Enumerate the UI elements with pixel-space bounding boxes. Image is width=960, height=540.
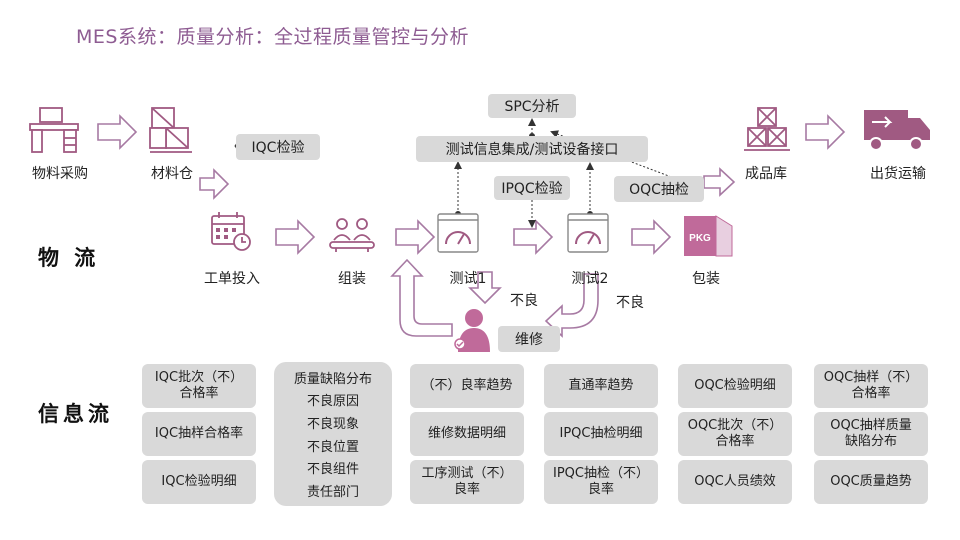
- info-box: OQC批次（不） 合格率: [678, 412, 792, 456]
- defect-analysis-box: 质量缺陷分布 不良原因 不良现象 不良位置 不良组件 责任部门: [274, 362, 392, 506]
- node-test2: 测试2: [571, 271, 609, 287]
- work-order-icon: [211, 212, 251, 251]
- tag-oqc: OQC抽检: [614, 176, 704, 202]
- flow-arrow: [703, 167, 736, 197]
- node-assembly: 组装: [338, 271, 366, 287]
- info-box: （不）良率趋势: [410, 364, 524, 408]
- package-icon: PKG: [684, 215, 733, 257]
- rework-arrow: [390, 258, 453, 337]
- tag-iqc: IQC检验: [236, 134, 320, 160]
- info-box: OQC人员绩效: [678, 460, 792, 504]
- page-title: MES系统：质量分析：全过程质量管控与分析: [76, 26, 469, 48]
- node-shipping: 出货运输: [870, 166, 926, 182]
- section-logistics: 物 流: [38, 246, 100, 270]
- flow-arrow: [199, 168, 230, 200]
- info-box: 维修数据明细: [410, 412, 524, 456]
- defect-item: 质量缺陷分布: [293, 371, 372, 387]
- test1-icon: [437, 213, 479, 253]
- info-box: OQC抽样（不） 合格率: [814, 364, 928, 408]
- node-test1: 测试1: [449, 271, 487, 287]
- info-box: IQC批次（不） 合格率: [142, 364, 256, 408]
- defect-item: 不良组件: [306, 462, 359, 478]
- label-defect-2: 不良: [616, 295, 644, 311]
- info-box: IQC抽样合格率: [142, 412, 256, 456]
- info-box: 工序测试（不） 良率: [410, 460, 524, 504]
- node-work-order: 工单投入: [204, 271, 260, 287]
- pkg-text: PKG: [689, 233, 711, 244]
- info-box: OQC质量趋势: [814, 460, 928, 504]
- tag-test-info: 测试信息集成/测试设备接口: [416, 136, 648, 162]
- tag-repair: 维修: [498, 326, 560, 352]
- tag-spc: SPC分析: [488, 94, 576, 118]
- info-box: IPQC抽检（不） 良率: [544, 460, 658, 504]
- defect-arrow: [468, 271, 502, 305]
- test2-icon: [567, 213, 609, 253]
- warehouse-icon: [149, 107, 192, 153]
- finished-store-icon: [744, 107, 790, 151]
- flow-arrow: [395, 219, 436, 255]
- repair-worker-icon: [454, 309, 490, 352]
- label-defect-1: 不良: [510, 293, 538, 309]
- info-box: IQC检验明细: [142, 460, 256, 504]
- node-finished-store: 成品库: [745, 166, 787, 182]
- flow-arrow: [275, 219, 316, 255]
- tag-ipqc: IPQC检验: [494, 176, 570, 200]
- defect-item: 责任部门: [306, 485, 359, 501]
- defect-arrow: [544, 273, 599, 338]
- truck-icon: [864, 110, 930, 151]
- defect-item: 不良现象: [306, 417, 359, 433]
- node-warehouse: 材料仓: [151, 166, 193, 182]
- defect-item: 不良位置: [306, 439, 359, 455]
- node-purchase: 物料采购: [32, 166, 88, 182]
- info-box: OQC检验明细: [678, 364, 792, 408]
- assembly-icon: [329, 218, 375, 252]
- section-info-flow: 信息流: [38, 402, 113, 426]
- purchase-icon: [29, 107, 79, 153]
- flow-arrow: [97, 114, 138, 150]
- flow-arrow: [805, 114, 846, 150]
- flow-arrow: [631, 219, 672, 255]
- defect-item: 不良原因: [306, 394, 359, 410]
- info-box: 直通率趋势: [544, 364, 658, 408]
- info-box: IPQC抽检明细: [544, 412, 658, 456]
- info-box: OQC抽样质量 缺陷分布: [814, 412, 928, 456]
- node-packaging: 包装: [692, 271, 720, 287]
- flow-arrow: [513, 219, 554, 255]
